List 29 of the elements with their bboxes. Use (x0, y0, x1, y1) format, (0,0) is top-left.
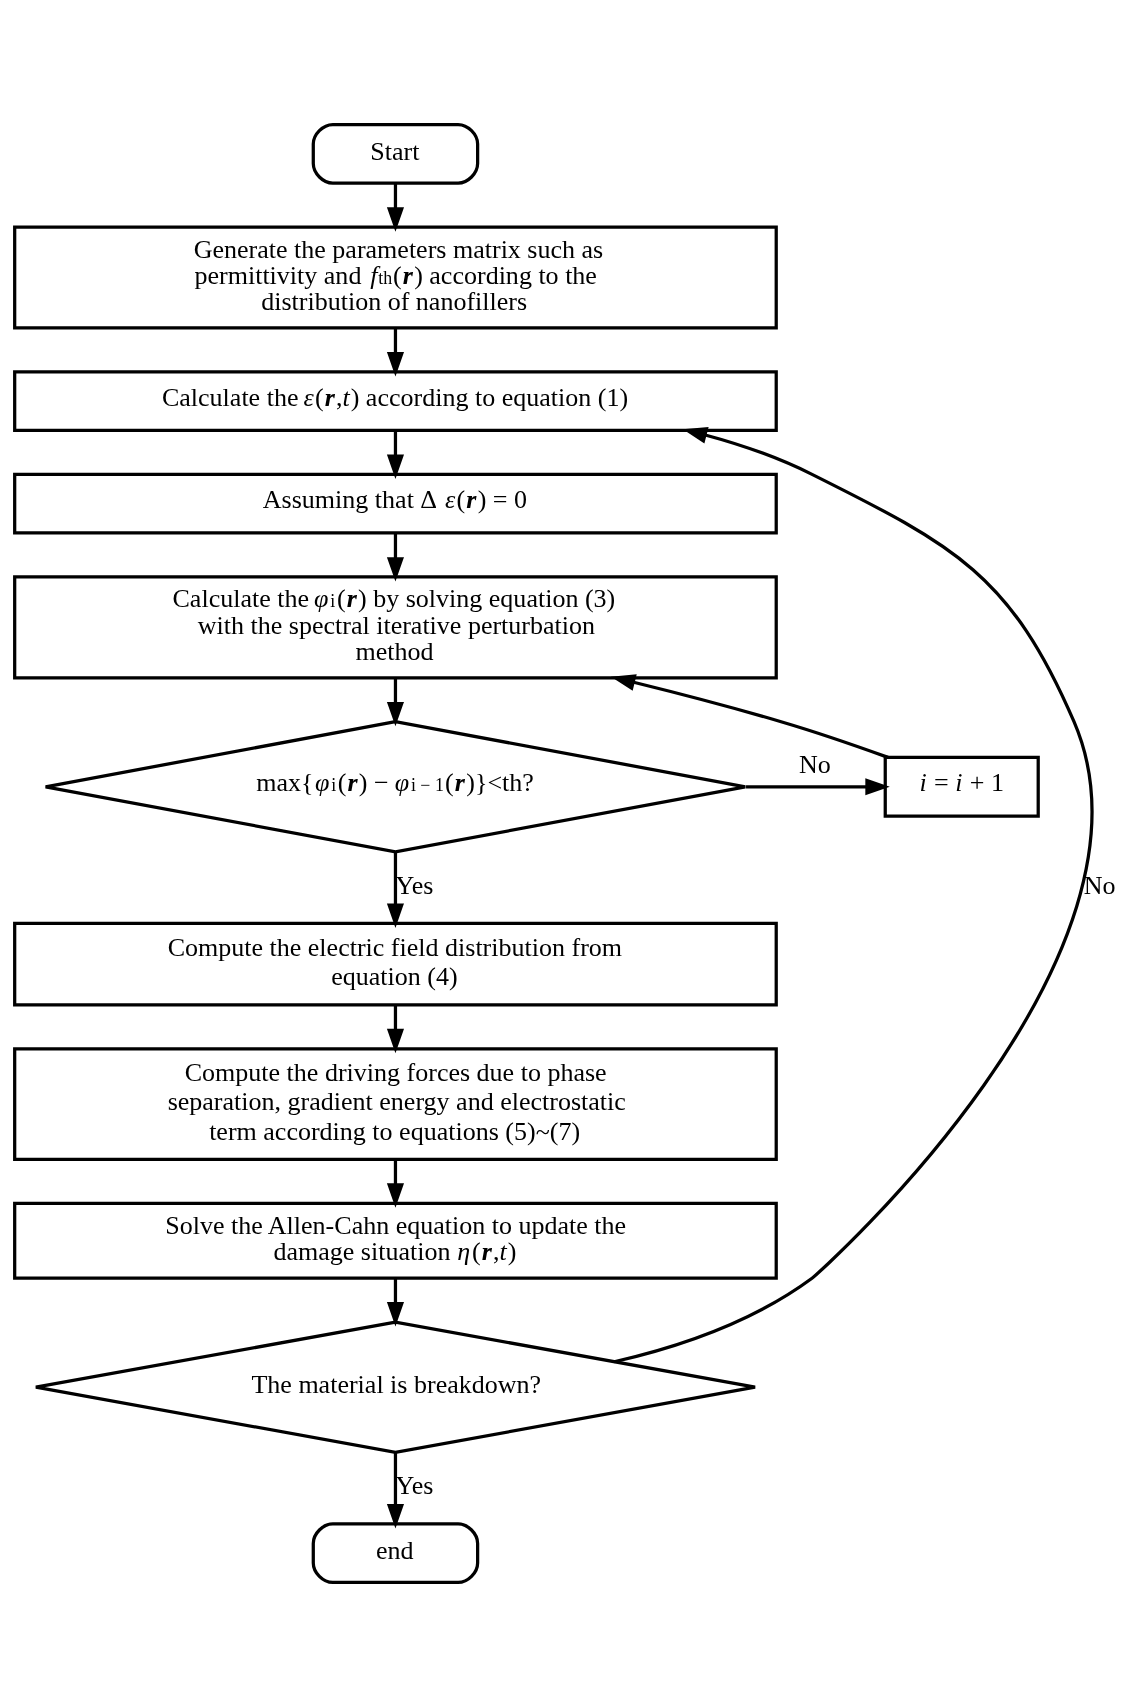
edge-label: Yes (395, 870, 434, 900)
arrow (610, 673, 889, 759)
node-box: end (311, 1521, 480, 1584)
arrow (386, 1452, 404, 1528)
arrow (613, 426, 1092, 1363)
node-box: Solve the Allen-Cahn equation to update the damage situation η(r,t) (13, 1201, 778, 1280)
node-diamond: max{φi(r) − φi − 1(r)}<th? (44, 719, 747, 854)
arrow (386, 430, 404, 479)
arrow (386, 851, 404, 928)
arrow (386, 1278, 404, 1326)
node-box: Generate the parameters matrix such as permittivity and fth(r) according to the distribution of nanofillers (13, 224, 778, 330)
arrow (386, 327, 404, 377)
node-box: Calculate the ε(r,t) according to equation (1) (13, 369, 778, 432)
edge-label: Yes (395, 1470, 434, 1500)
node-box: Compute the electric field distribution from equation (4) (13, 921, 778, 1006)
arrow (746, 777, 890, 795)
node-box: Calculate the φi(r) by solving equation (3) with the spectral iterative perturbation method (13, 574, 778, 679)
arrow (386, 1159, 404, 1208)
arrow (386, 677, 404, 726)
node-box: Compute the driving forces due to phase separation, gradient energy and electrostatic term according to equations (5)~(7) (13, 1046, 778, 1161)
arrow (386, 532, 404, 582)
arrow (386, 182, 404, 232)
arrow (386, 1004, 404, 1053)
edge-label: No (799, 749, 831, 779)
node-box: Assuming that Δ ε(r) = 0 (13, 472, 778, 535)
edge-label: No (1083, 870, 1116, 900)
node-box: i = i + 1 (883, 755, 1040, 818)
node-box: Start (311, 122, 480, 185)
node-diamond: The material is breakdown? (34, 1320, 757, 1454)
